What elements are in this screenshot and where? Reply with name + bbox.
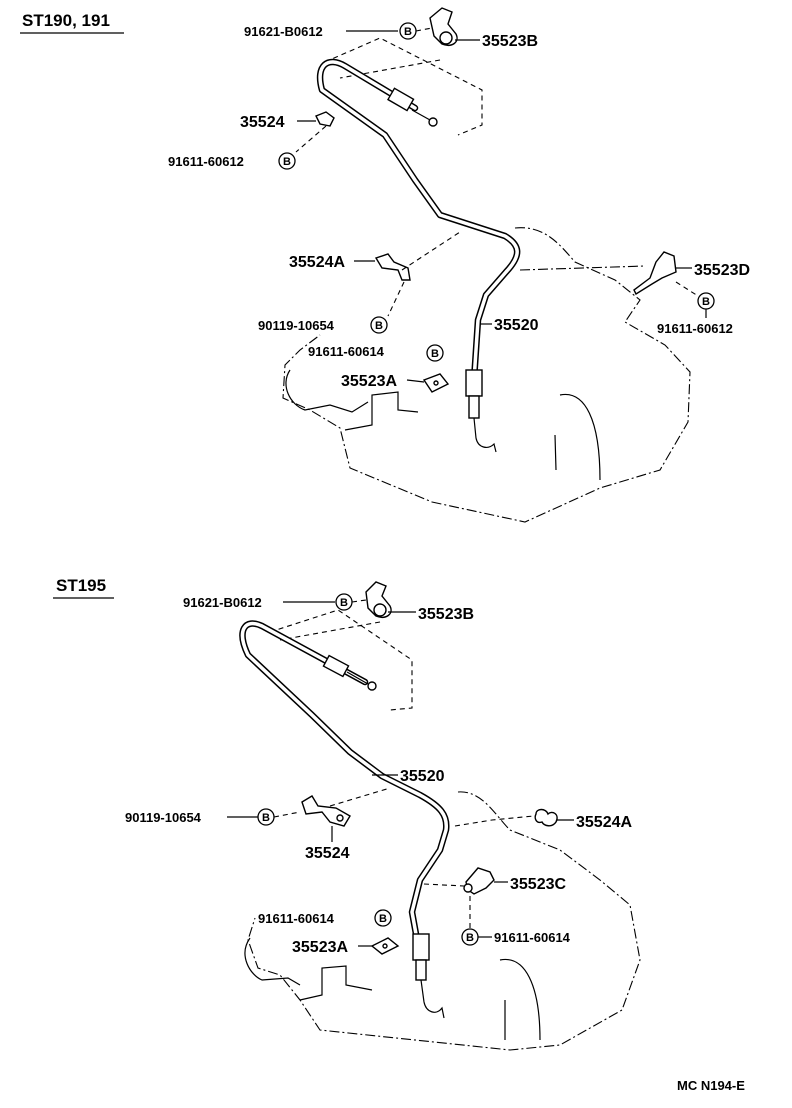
bottom-label-bolt-4: 91611-60614 [258,911,335,926]
top-clamp-35523d-icon [633,251,677,296]
top-transmission-outline [282,227,691,523]
top-label-bolt-1: 91621-B0612 [244,24,323,39]
bottom-transmission-lower [299,958,541,1041]
top-label-bolt-4: 90119-10654 [258,318,335,333]
bottom-cable-boot [412,933,430,961]
svg-text:B: B [262,812,270,824]
top-bracket-35524-icon [315,111,335,127]
svg-text:B: B [404,26,412,38]
bottom-label-35523a: 35523A [292,939,348,956]
bottom-label-bolt-2: 90119-10654 [125,810,202,825]
top-valve-body [285,369,369,413]
bottom-bracket-35524-icon [301,795,351,827]
footer-code: MC N194-E [677,1078,745,1093]
svg-text:B: B [340,597,348,609]
bottom-cable-adjuster [322,654,350,678]
bottom-cable-end [367,681,377,691]
top-bracket-35524a-icon [374,253,411,281]
top-label-bolt-3: 91611-60612 [657,321,733,336]
top-cable-end [428,117,438,127]
svg-text:B: B [375,320,383,332]
bottom-label-bolt-3: 91611-60614 [494,930,571,945]
top-label-35520: 35520 [494,317,539,334]
top-label-35523d: 35523D [694,262,750,279]
bottom-cable-lever-end [420,979,445,1019]
top-cable-lever-end [473,417,497,453]
top-cable-boot [465,369,483,397]
top-cable-adjuster [387,87,415,112]
bottom-label-35524: 35524 [305,845,350,862]
top-bolt-4-icon [370,316,388,334]
svg-text:B: B [431,348,439,360]
top-bracket-box [324,37,483,136]
bottom-label-35524a: 35524A [576,814,632,831]
top-section-title: ST190, 191 [22,11,110,30]
top-label-35524: 35524 [240,114,285,131]
top-label-bolt-5: 91611-60614 [308,344,385,359]
bottom-label-35523c: 35523C [510,876,566,893]
bottom-label-35520: 35520 [400,768,445,785]
bottom-label-35523b: 35523B [418,606,474,623]
svg-text:B: B [466,932,474,944]
svg-text:B: B [283,156,291,168]
top-section: ST190, 191 91621-B0612 B 35523B 35524 [20,7,750,523]
svg-text:B: B [379,913,387,925]
top-bolt-5-icon [426,344,444,362]
top-transmission-lower [344,391,601,481]
top-label-bolt-2: 91611-60612 [168,154,244,169]
bottom-section: ST195 91621-B0612 B 35523B 35520 90119-1… [53,576,641,1051]
bottom-valve-body [244,937,301,986]
svg-text:B: B [702,296,710,308]
bottom-bracket-35524a-icon [534,808,558,827]
bottom-label-bolt-1: 91621-B0612 [183,595,262,610]
top-label-35523b: 35523B [482,33,538,50]
top-bolt-2-icon [278,152,296,170]
top-label-35523a: 35523A [341,373,397,390]
top-label-35524a: 35524A [289,254,345,271]
bottom-bolt-4-icon [374,909,392,927]
bottom-bracket-box [269,609,413,711]
bottom-section-title: ST195 [56,576,106,595]
